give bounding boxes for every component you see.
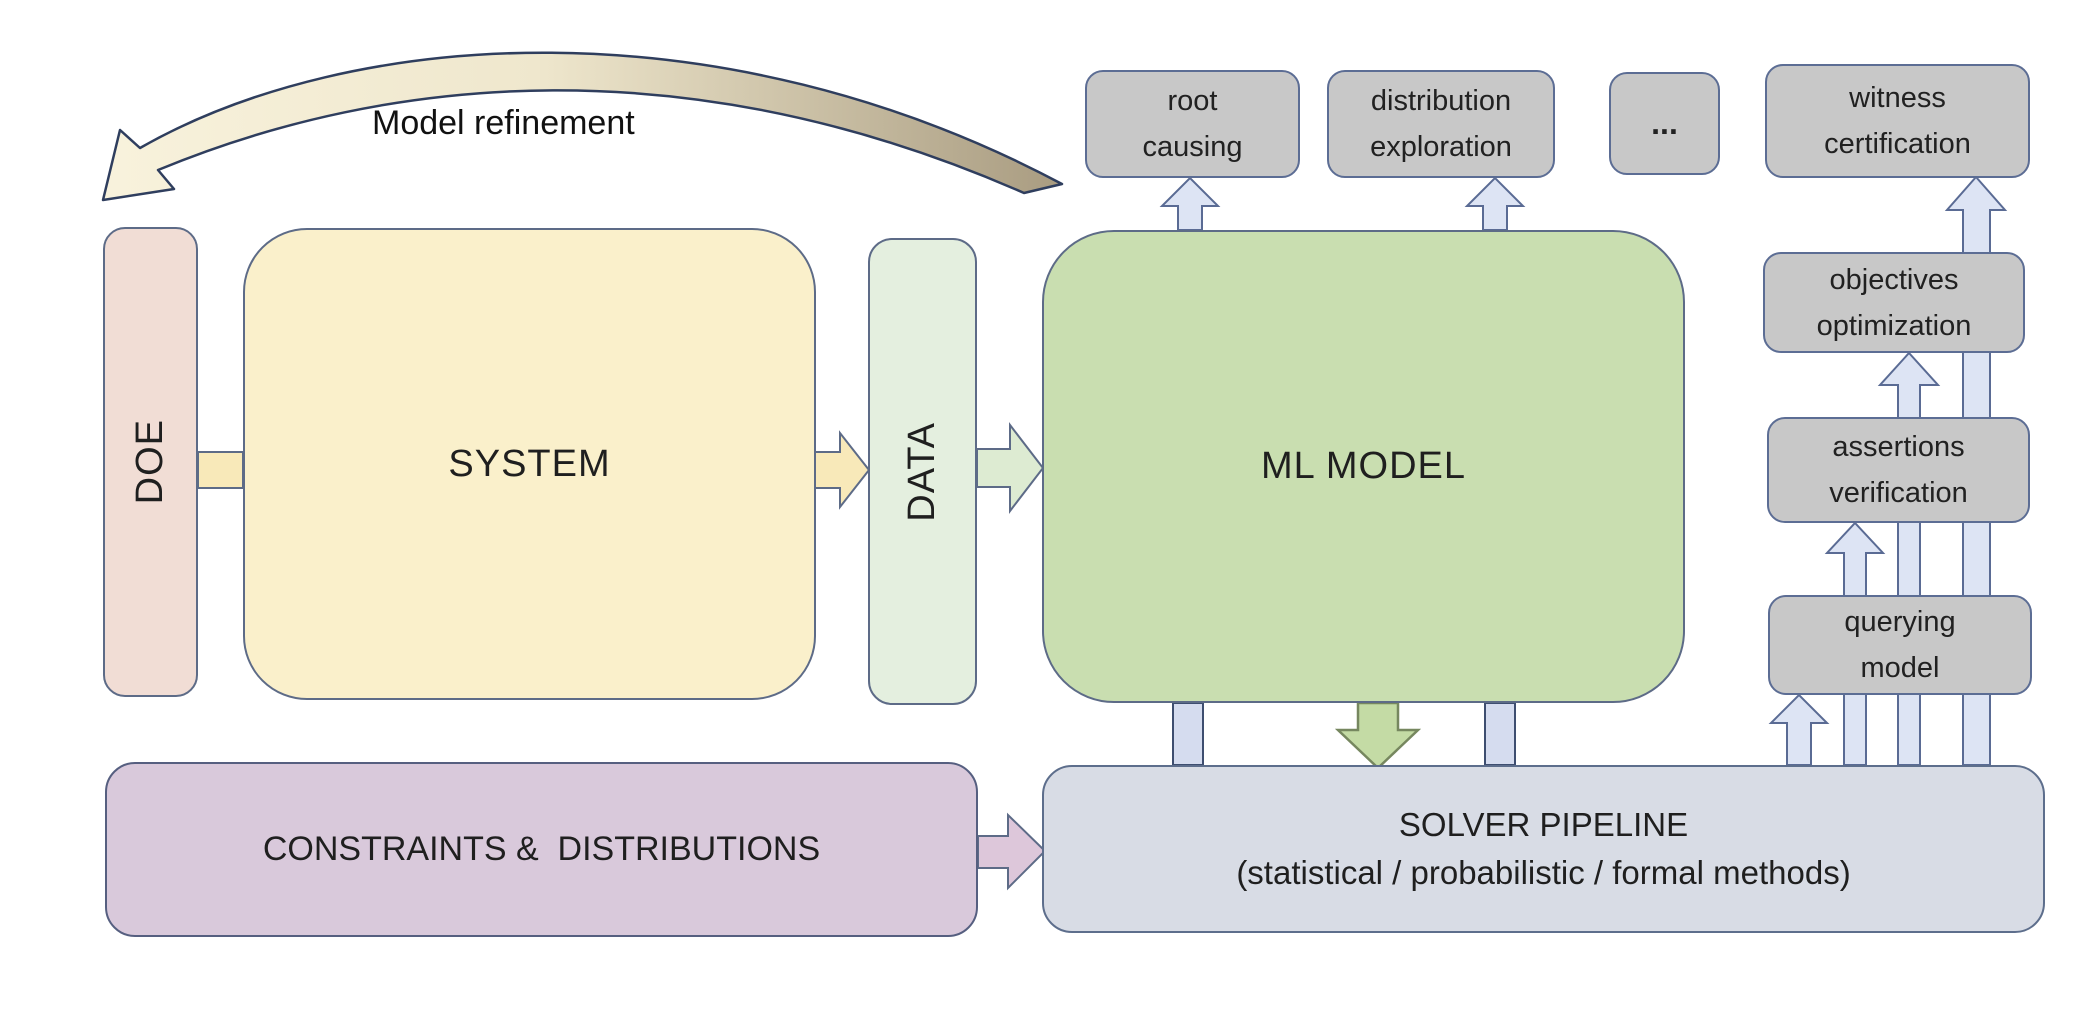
doe-to-system-connector bbox=[197, 451, 244, 489]
ml-solver-connector-left bbox=[1172, 702, 1204, 766]
more-tasks-box: ... bbox=[1609, 72, 1720, 175]
constraints-distributions-label: CONSTRAINTS & DISTRIBUTIONS bbox=[262, 830, 821, 868]
system-box: SYSTEM bbox=[243, 228, 816, 700]
data-to-ml-arrow bbox=[976, 422, 1045, 514]
doe-label: DOE bbox=[129, 419, 171, 505]
ml-model-label: ML MODEL bbox=[1260, 445, 1467, 487]
solver-to-objectives-arrow bbox=[1877, 351, 1941, 766]
solver-pipeline-title: SOLVER PIPELINE bbox=[1398, 806, 1689, 843]
ml-solver-connector-right bbox=[1484, 702, 1516, 766]
solver-pipeline-subtitle: (statistical / probabilistic / formal me… bbox=[1236, 854, 1851, 891]
system-label: SYSTEM bbox=[448, 442, 611, 485]
solver-pipeline-box: SOLVER PIPELINE (statistical / probabili… bbox=[1042, 765, 2045, 933]
model-refinement-arrow bbox=[101, 51, 1064, 202]
constraints-distributions-box: CONSTRAINTS & DISTRIBUTIONS bbox=[105, 762, 978, 937]
ml-model-box: ML MODEL bbox=[1042, 230, 1685, 703]
system-to-data-arrow bbox=[811, 430, 871, 510]
constraints-to-solver-arrow bbox=[977, 812, 1047, 891]
model-refinement-label: Model refinement bbox=[372, 104, 635, 142]
ml-to-root-causing-arrow bbox=[1159, 176, 1221, 231]
data-box: DATA bbox=[868, 238, 977, 705]
more-tasks-label: ... bbox=[1651, 105, 1678, 141]
ml-to-solver-arrow bbox=[1334, 701, 1422, 770]
doe-box: DOE bbox=[103, 227, 198, 697]
solver-to-querying-arrow bbox=[1768, 693, 1830, 766]
data-label: DATA bbox=[901, 421, 943, 522]
ml-to-distribution-arrow bbox=[1464, 176, 1526, 231]
